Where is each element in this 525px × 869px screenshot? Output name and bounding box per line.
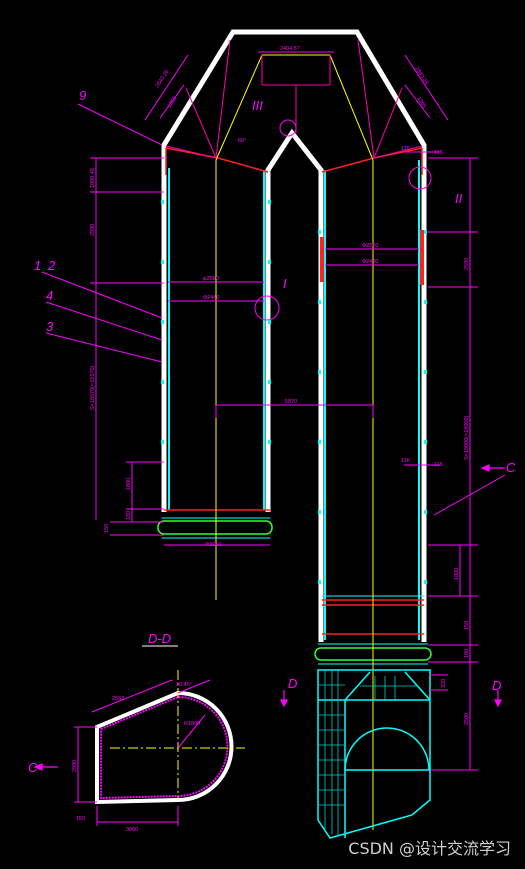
dim-top-width: 2404.57: [280, 46, 300, 52]
dim-angle: 60°: [238, 138, 246, 144]
dim-left-v6: 180: [126, 511, 132, 520]
detail-I-label: I: [283, 276, 287, 291]
dim-right-v3: 1800: [454, 568, 460, 580]
callout-1: 1: [34, 258, 41, 273]
flanges: [157, 520, 432, 661]
dd-top: 2552: [112, 696, 124, 702]
dim-left-v1: 1000.48: [90, 168, 96, 188]
dd-small: 150: [76, 816, 85, 822]
dim-right-v6: 320: [441, 679, 447, 688]
section-dd-title: D-D: [148, 631, 171, 646]
centerlines: [215, 54, 374, 830]
dim-left-v4: 1800: [126, 478, 132, 490]
dim-right-mid-a: 116: [401, 458, 410, 464]
callout-3: 3: [46, 319, 54, 334]
callout-4: 4: [46, 288, 53, 303]
dim-right-top-a: 115: [401, 146, 410, 152]
dim-incline-right-a: 2840.26: [413, 66, 429, 86]
dim-right-top-b: 116: [434, 150, 443, 156]
wall-hatch: [161, 200, 427, 584]
flange-cyan: [162, 517, 428, 665]
dim-incline-left-a: 2840.26: [155, 69, 171, 89]
dim-left-v3: S=15570(=15570): [90, 365, 96, 410]
dim-left-v5: 150: [104, 524, 110, 533]
dim-right-v4: 150: [464, 621, 470, 630]
incline-dims: [144, 54, 449, 121]
section-arrows: [33, 464, 505, 771]
dim-bottom-flange: Ф3060: [205, 542, 221, 548]
dim-left-outer: Ф2440: [203, 295, 219, 301]
right-dim-chain: [404, 151, 478, 771]
dim-right-v7: 2500: [464, 713, 470, 725]
section-d-left: D: [288, 676, 297, 691]
dim-right-mid-b: 116: [434, 462, 443, 468]
dim-incline-left-b: 1365: [167, 96, 179, 110]
dim-right-v2: S=18000(=18000): [464, 415, 470, 460]
dd-left: 2980: [72, 760, 78, 772]
section-dd: [74, 645, 245, 826]
detail-III-label: III: [252, 98, 263, 113]
diameter-dims: [164, 51, 419, 546]
elbow-rays: [165, 39, 423, 159]
callout-9: 9: [79, 88, 86, 103]
section-c-left: C: [28, 760, 38, 775]
dim-right-v1: 2590: [464, 258, 470, 270]
dimension-labels: 2404.57 φ2560 Ф2440 Ф2560 Ф2440 5870 Ф30…: [76, 46, 443, 833]
hopper-dims: [430, 674, 448, 691]
dim-left-v2: 2590: [90, 224, 96, 236]
dd-bottom: 3060: [126, 827, 138, 833]
callout-2: 2: [47, 258, 56, 273]
duct-outline: [161, 29, 427, 642]
section-d-right: D: [492, 678, 501, 693]
section-c-right: C: [506, 460, 516, 475]
dim-right-inner: Ф2560: [362, 243, 378, 249]
callout-labels: 9 1 2 4 3 I II III D-D C C D D: [28, 88, 516, 775]
dd-radius: R1800: [184, 721, 200, 727]
dim-right-v5: 180: [464, 649, 470, 658]
watermark: CSDN @设计交流学习: [348, 839, 511, 858]
bottom-hopper: [317, 669, 431, 839]
detail-II-label: II: [455, 191, 463, 206]
callout-leaders: [41, 103, 506, 516]
dim-center-span: 5870: [285, 399, 297, 405]
dim-incline-right-b: 1365: [415, 96, 427, 110]
elbow-liner: [164, 147, 424, 635]
dim-right-outer: Ф2440: [362, 259, 378, 265]
vertical-dim-labels: 1000.48 2590 S=15570(=15570) 1800 150 18…: [72, 66, 470, 772]
left-dim-chain: [90, 157, 164, 536]
dim-left-inner: φ2560: [203, 276, 219, 282]
hopper-grid: [318, 670, 418, 836]
dd-angle: 20.45°: [176, 682, 192, 688]
